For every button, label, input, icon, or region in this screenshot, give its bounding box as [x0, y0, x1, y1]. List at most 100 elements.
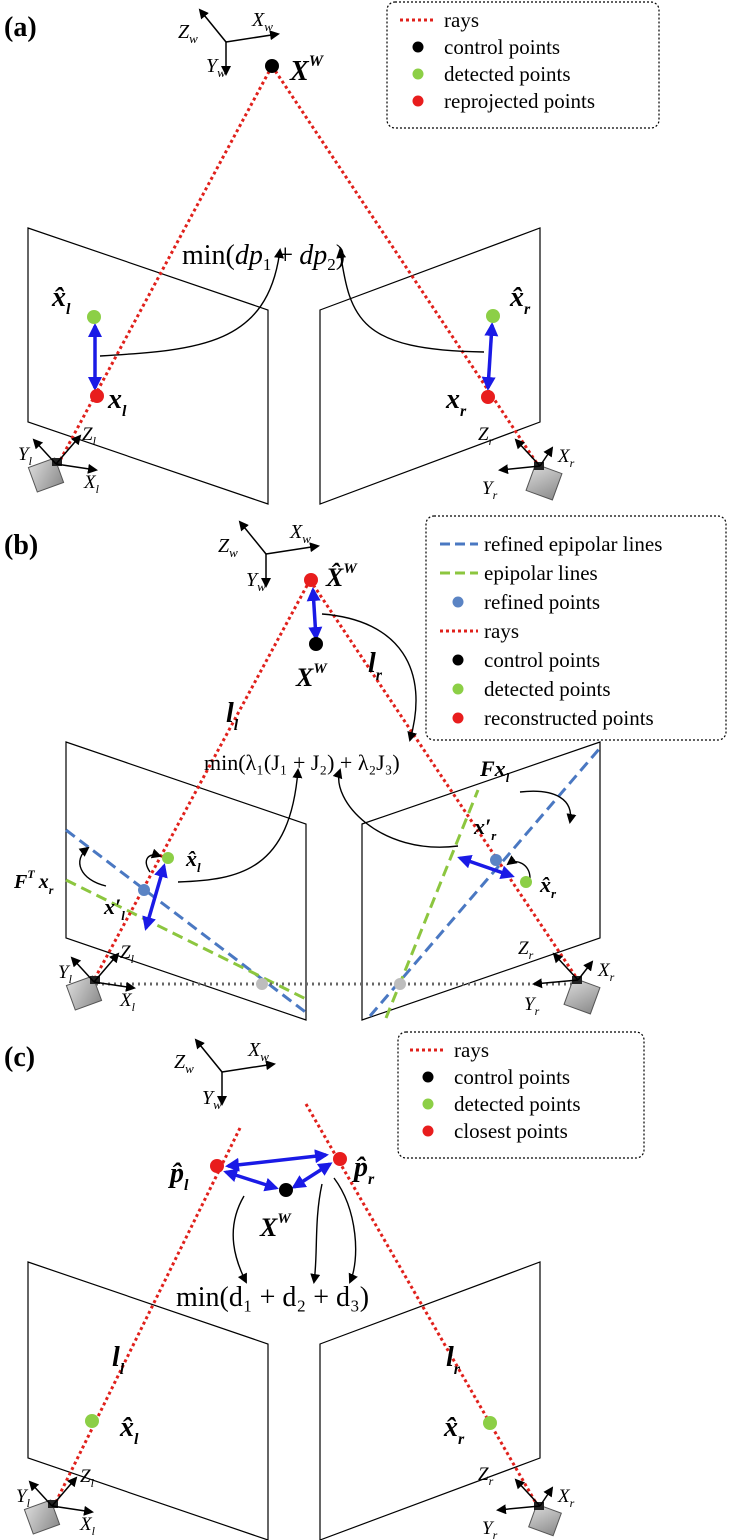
svg-text:Yr: Yr	[482, 478, 498, 502]
svg-text:Xl: Xl	[119, 990, 136, 1014]
objective-a: min(dp1+dp2)	[182, 240, 345, 274]
legend-item-rays-a: rays	[444, 8, 479, 32]
world-axes-c: Zw Xw Yw	[174, 1038, 276, 1112]
camera-right-b: Zr Xr Yr	[518, 938, 615, 1018]
legend-a: rays control points detected points repr…	[386, 1, 660, 129]
ray-left-a	[54, 65, 274, 469]
detected-point-left-a	[87, 310, 101, 324]
svg-text:Yw: Yw	[206, 55, 226, 80]
svg-text:Yw: Yw	[246, 569, 266, 594]
control-point-c	[279, 1183, 293, 1197]
panel-a-label: (a)	[4, 12, 37, 43]
svg-text:Xw: Xw	[251, 9, 273, 34]
svg-text:Yr: Yr	[524, 994, 540, 1018]
reconstructed-point-b	[304, 573, 318, 587]
svg-text:Xw: Xw	[247, 1039, 269, 1064]
image-plane-right-b	[361, 741, 601, 1021]
legend-item-control-c: control points	[454, 1065, 570, 1089]
svg-text:Xr: Xr	[597, 960, 615, 984]
camera-right-c: Zr Xr Yr	[478, 1464, 575, 1540]
image-plane-left-b	[65, 741, 307, 1021]
svg-text:Zw: Zw	[218, 535, 238, 560]
closest-point-left-c	[210, 1159, 224, 1173]
legend-item-rays-b: rays	[484, 619, 519, 643]
camera-left-b: Yl Zl Xl	[58, 942, 136, 1014]
legend-item-detected-c: detected points	[454, 1092, 581, 1116]
svg-text:Xl: Xl	[79, 1514, 96, 1538]
detected-point-left-b	[162, 852, 174, 864]
legend-item-detected-a: detected points	[444, 62, 571, 86]
objective-b: min(λ₁(J₁ + J₂) + λ₂J₃)	[204, 750, 400, 775]
svg-text:ll: ll	[112, 1342, 125, 1378]
world-axes-a: Zw Xw Yw	[178, 8, 280, 80]
svg-text:Yl: Yl	[16, 1486, 31, 1510]
control-point-a	[265, 59, 279, 73]
control-point-label-a: XW	[289, 53, 325, 87]
svg-text:x̂r: x̂r	[509, 282, 531, 318]
svg-text:xl: xl	[107, 384, 127, 420]
detected-point-right-c	[483, 1416, 497, 1430]
legend-b: refined epipolar lines epipolar lines re…	[425, 515, 727, 741]
legend-c: rays control points detected points clos…	[397, 1031, 645, 1159]
camera-right-a: Zr Xr Yr	[478, 424, 575, 502]
image-plane-right-c	[319, 1261, 541, 1540]
ray-left-c	[50, 1127, 242, 1511]
svg-text:x̂l: x̂l	[51, 282, 71, 318]
svg-text:x̂l: x̂l	[185, 846, 201, 875]
svg-text:x̂r: x̂r	[443, 1412, 465, 1448]
camera-left-c: Yl Zl Xl	[16, 1466, 96, 1538]
svg-text:lr: lr	[446, 1342, 461, 1378]
ray-right-c	[304, 1103, 542, 1511]
svg-text:Fxl: Fxl	[479, 756, 510, 785]
closest-point-right-c	[333, 1152, 347, 1166]
legend-item-control-b: control points	[484, 648, 600, 672]
svg-text:Xl: Xl	[83, 472, 100, 496]
svg-text:x′r: x′r	[473, 814, 497, 843]
svg-text:Yl: Yl	[18, 444, 33, 468]
panel-c-label: (c)	[4, 1042, 35, 1073]
svg-text:Yr: Yr	[482, 1518, 498, 1540]
panel-b-label: (b)	[4, 530, 38, 561]
image-plane-right-a	[319, 227, 541, 505]
ray-right-a	[270, 65, 542, 469]
svg-text:Yl: Yl	[58, 962, 73, 986]
svg-text:p̂l: p̂l	[168, 1158, 189, 1194]
svg-text:x′l: x′l	[103, 894, 125, 923]
detected-point-right-a	[486, 309, 500, 323]
reprojected-point-right-a	[481, 390, 495, 404]
legend-item-detected-b: detected points	[484, 677, 611, 701]
epipole-right-b	[394, 978, 406, 990]
image-plane-left-c	[27, 1261, 269, 1540]
legend-item-reconstructed-b: reconstructed points	[484, 706, 654, 730]
svg-text:Zr: Zr	[478, 1464, 494, 1488]
svg-text:lr: lr	[368, 648, 383, 684]
world-axes-b: Zw Xw Yw	[218, 520, 320, 594]
legend-item-epipolar-b: epipolar lines	[484, 561, 598, 585]
refined-point-right-b	[490, 854, 502, 866]
svg-text:Zw: Zw	[174, 1051, 194, 1076]
svg-text:Xr: Xr	[557, 446, 575, 470]
legend-item-refined-epipolar-b: refined epipolar lines	[484, 532, 662, 556]
detected-point-right-b	[520, 876, 532, 888]
panel-c: (c) Zw Xw Yw p̂l p̂r XW min(d₁ +	[4, 1031, 645, 1540]
panel-b: (b) Zw Xw Yw X̂W XW ll lr	[4, 515, 727, 1021]
image-plane-left-a	[27, 227, 269, 505]
svg-text:x̂r: x̂r	[539, 872, 557, 901]
svg-text:xr: xr	[445, 384, 467, 420]
ray-left-b	[92, 579, 312, 981]
svg-text:Zw: Zw	[178, 21, 198, 46]
svg-text:Xw: Xw	[289, 521, 311, 546]
refined-point-left-b	[138, 884, 150, 896]
svg-text:Yw: Yw	[202, 1087, 222, 1112]
ray-right-b	[308, 579, 580, 981]
control-point-label-c: XW	[259, 1211, 292, 1242]
svg-text:x̂l: x̂l	[119, 1412, 139, 1448]
control-point-label-b: XW	[295, 661, 328, 692]
svg-text:ll: ll	[226, 698, 239, 734]
detected-point-left-c	[85, 1414, 99, 1428]
epipole-left-b	[256, 978, 268, 990]
svg-text:p̂r: p̂r	[352, 1152, 375, 1188]
legend-item-rays-c: rays	[454, 1038, 489, 1062]
svg-text:Zr: Zr	[478, 424, 494, 448]
